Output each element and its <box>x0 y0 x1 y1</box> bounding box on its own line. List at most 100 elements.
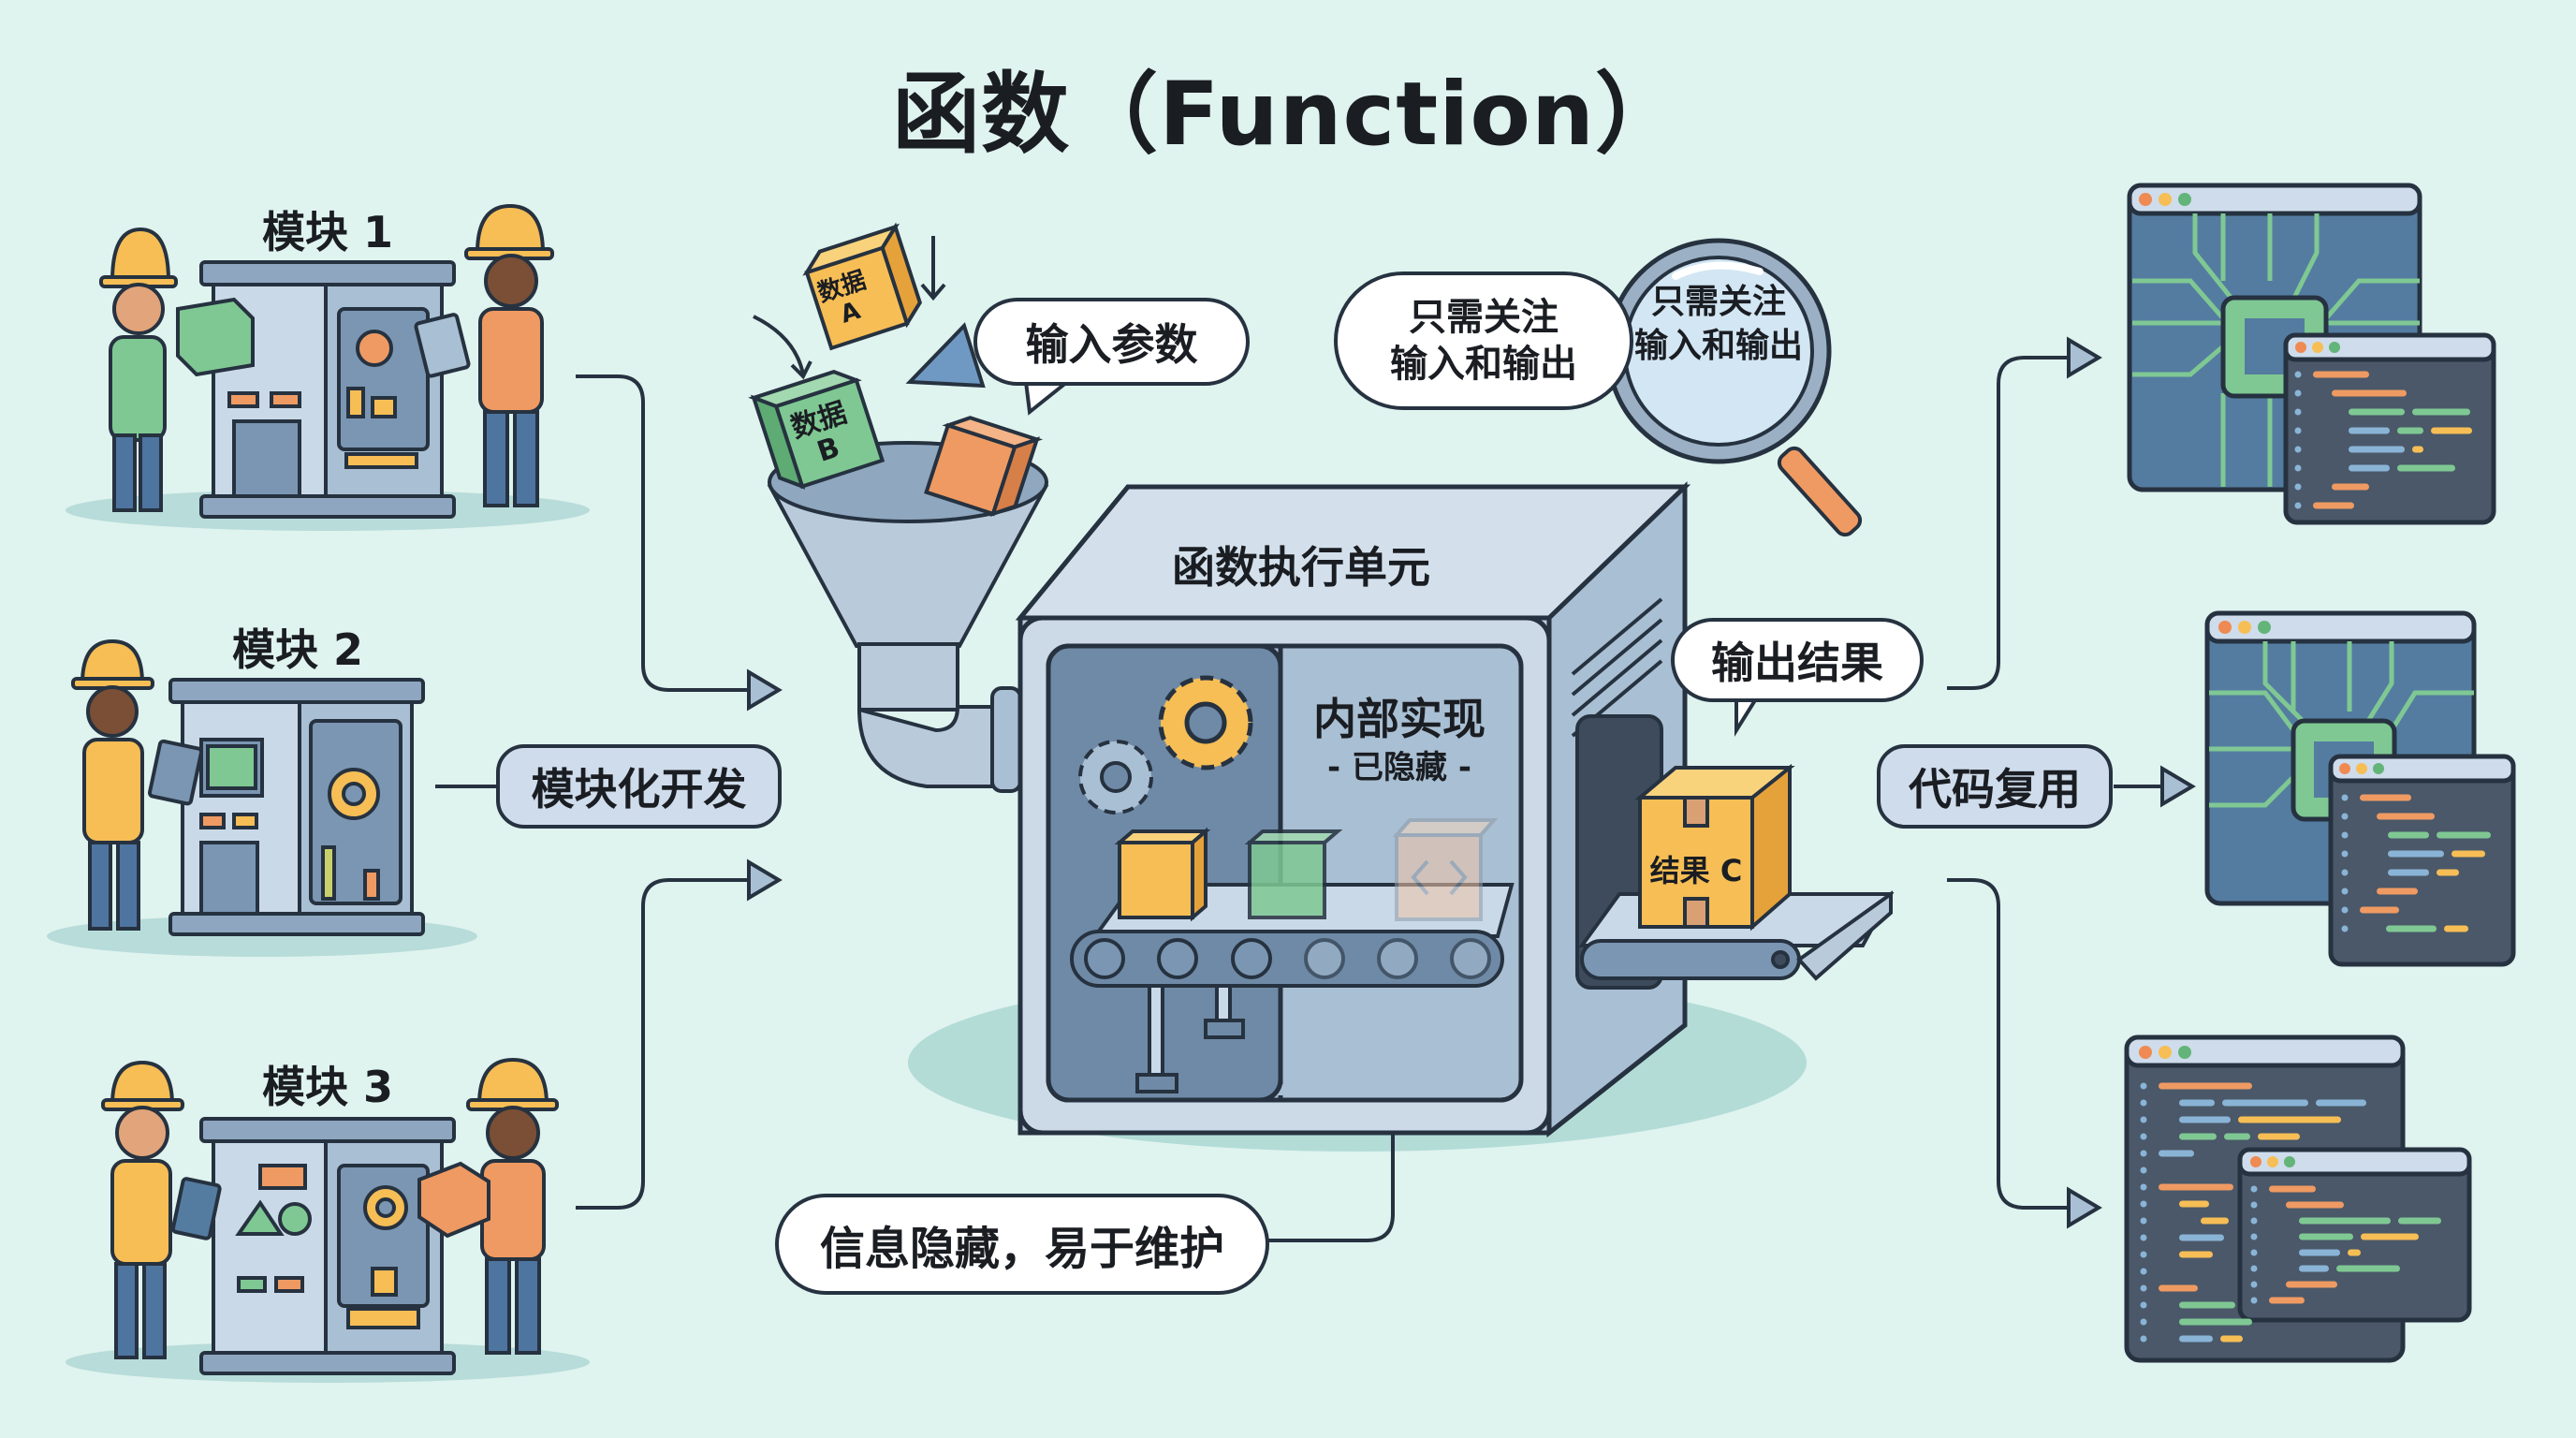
data-block-b <box>748 369 886 490</box>
code-line <box>2397 427 2423 434</box>
code-line <box>2398 1217 2441 1225</box>
code-reuse-label: 代码复用 <box>1877 744 2113 829</box>
gear-icon-module-2 <box>328 768 380 820</box>
modular-dev-label: 模块化开发 <box>496 744 782 829</box>
connector-module-1 <box>576 374 749 692</box>
magnifier-text: 只需关注 输入和输出 <box>1625 281 1812 369</box>
input-arrows <box>753 236 946 380</box>
line-marker <box>2140 1217 2147 1225</box>
code-line <box>2299 1249 2340 1256</box>
code-line <box>2258 1133 2300 1140</box>
code-line <box>2348 1249 2361 1256</box>
code-line <box>2316 1099 2366 1107</box>
module-2-worker <box>71 638 203 931</box>
window-group-top <box>2127 183 2496 525</box>
info-hiding-bubble: 信息隐藏，易于维护 <box>775 1194 1269 1295</box>
line-marker <box>2341 850 2349 858</box>
line-marker <box>2140 1200 2147 1208</box>
code-line <box>2159 1183 2233 1191</box>
line-marker <box>2341 925 2349 932</box>
code-line <box>2299 1217 2391 1225</box>
input-params-bubble: 输入参数 <box>973 298 1250 386</box>
code-line <box>2336 1265 2400 1272</box>
line-marker <box>2140 1183 2147 1191</box>
gear-icon-small <box>1078 740 1153 814</box>
magnifier-line1: 只需关注 <box>1650 283 1786 321</box>
line-marker <box>2250 1217 2258 1225</box>
focus-io-line1: 只需关注 <box>1409 296 1559 339</box>
connector-output-bottom <box>1947 878 2069 1210</box>
code-line <box>2220 1335 2243 1343</box>
line-marker <box>2341 888 2349 895</box>
code-line <box>2286 1201 2344 1209</box>
code-line <box>2179 1234 2224 1241</box>
line-marker <box>2140 1167 2147 1174</box>
line-marker <box>2294 446 2302 453</box>
internal-box-code <box>1392 818 1499 921</box>
code-line <box>2313 371 2369 378</box>
line-marker <box>2294 464 2302 472</box>
module-3-machine <box>199 1117 456 1375</box>
code-line <box>2386 925 2437 932</box>
code-line <box>2179 1318 2252 1326</box>
arrow-head-top <box>2067 336 2102 379</box>
code-line <box>2159 1082 2252 1090</box>
line-marker <box>2294 427 2302 434</box>
gear-icon-module-3 <box>363 1185 408 1230</box>
code-line <box>2159 1284 2198 1292</box>
line-marker <box>2140 1099 2147 1107</box>
line-marker <box>2140 1301 2147 1309</box>
internal-box-green <box>1244 829 1343 919</box>
focus-io-line2: 输入和输出 <box>1390 343 1577 386</box>
code-line <box>2299 1233 2353 1240</box>
internal-conveyor <box>1070 883 1515 1093</box>
code-line <box>2179 1301 2235 1309</box>
module-1-machine <box>199 260 456 519</box>
output-result-bubble: 输出结果 <box>1671 618 1924 702</box>
line-marker <box>2140 1116 2147 1123</box>
line-marker <box>2250 1185 2258 1193</box>
code-line <box>2179 1099 2215 1107</box>
line-marker <box>2294 483 2302 491</box>
right-connectors <box>1947 356 2162 1210</box>
module-3-worker-right <box>417 1057 559 1355</box>
line-marker <box>2140 1133 2147 1140</box>
code-line <box>2349 427 2390 434</box>
code-line <box>2224 1133 2250 1140</box>
line-marker <box>2294 389 2302 397</box>
line-marker <box>2250 1265 2258 1272</box>
triangle-block <box>905 322 986 389</box>
line-marker <box>2341 869 2349 876</box>
magnifier-icon <box>1605 238 1863 537</box>
code-line <box>2388 869 2429 876</box>
code-line <box>2377 888 2418 895</box>
internal-box-yellow <box>1114 827 1211 922</box>
code-line <box>2377 813 2435 820</box>
module-2-label: 模块 2 <box>231 624 364 675</box>
line-marker <box>2140 1318 2147 1326</box>
line-marker <box>2140 1234 2147 1241</box>
line-marker <box>2341 906 2349 914</box>
line-marker <box>2294 408 2302 416</box>
left-connectors <box>435 374 749 1210</box>
line-marker <box>2140 1251 2147 1258</box>
line-marker <box>2250 1281 2258 1288</box>
code-line <box>2349 408 2405 416</box>
code-line <box>2437 831 2491 839</box>
data-block-a <box>802 222 922 351</box>
line-marker <box>2140 1335 2147 1343</box>
curved-arrow-icon <box>753 315 805 375</box>
code-line <box>2452 850 2485 858</box>
code-line <box>2412 446 2423 453</box>
code-line <box>2349 464 2390 472</box>
code-line <box>2286 1281 2337 1288</box>
code-line <box>2437 869 2459 876</box>
arrow-head-bottom <box>2067 1186 2102 1229</box>
code-line <box>2222 1099 2308 1107</box>
module-3-worker-left <box>101 1060 222 1359</box>
connector-module-3 <box>576 878 749 1210</box>
code-line <box>2388 831 2429 839</box>
code-line <box>2179 1251 2213 1258</box>
machine-title: 函数执行单元 <box>1172 542 1430 593</box>
